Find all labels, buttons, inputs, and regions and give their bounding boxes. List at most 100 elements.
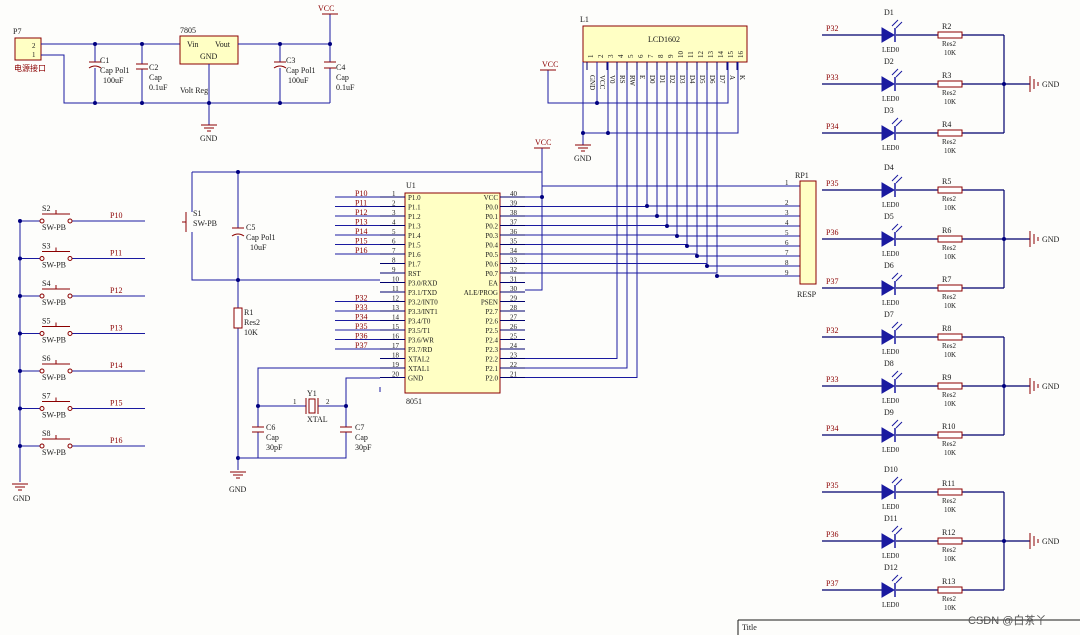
led-net-label: P35	[826, 481, 838, 490]
led-resistor-value: 10K	[944, 204, 956, 212]
switch-contact-right	[67, 218, 73, 224]
led-light-arrows	[891, 223, 903, 233]
mcu-right-pin-number: 32	[510, 266, 518, 274]
c5-type: Cap Pol1	[246, 233, 276, 242]
mcu-right-pin-name: P2.7	[485, 308, 498, 316]
mcu-right-pins: 40VCC39P0.038P0.137P0.236P0.335P0.434P0.…	[464, 190, 525, 383]
led-type: LED0	[882, 144, 900, 152]
mcu-left-pin-number: 15	[392, 323, 400, 331]
mcu-right-pin-name: P2.4	[485, 337, 498, 345]
lcd-pin-name: A	[728, 75, 736, 80]
led-type: LED0	[882, 201, 900, 209]
junction	[1002, 384, 1006, 388]
regulator-value: Volt Reg	[180, 86, 208, 95]
mcu-right-pin-number: 25	[510, 333, 518, 341]
mcu-left-pin-name: P3.0/RXD	[408, 280, 437, 288]
reset-ground-symbol	[230, 471, 246, 479]
led-ref: D5	[884, 212, 894, 221]
lcd-pin-name: RS	[618, 75, 626, 84]
led-resistor-type: Res2	[942, 195, 957, 203]
regulator-ground-symbol	[201, 124, 217, 132]
rp1-value: RESP	[797, 290, 817, 299]
mcu-left-pin-number: 11	[392, 285, 399, 293]
junction	[328, 42, 332, 46]
led-resistor-ref: R12	[942, 528, 955, 537]
mcu-right-pin-number: 39	[510, 200, 518, 208]
mcu-left-pin-name: XTAL1	[408, 365, 430, 373]
led-resistor-type: Res2	[942, 40, 957, 48]
led-group: P35D10LED0R11Res210KP36D11LED0R12Res210K…	[822, 465, 1060, 612]
c1-value: 100uF	[103, 76, 124, 85]
mcu-right-pin-name: P0.1	[485, 213, 498, 221]
regulator-gnd: GND	[200, 52, 218, 61]
led-resistor-type: Res2	[942, 342, 957, 350]
mcu-net-label: P34	[355, 313, 367, 322]
led-net-label: P33	[826, 73, 838, 82]
regulator-ref: 7805	[180, 26, 196, 35]
rp-bus-wire	[667, 225, 800, 227]
led-diode-symbol	[881, 280, 895, 296]
led-resistor-ref: R3	[942, 71, 951, 80]
led-ref: D9	[884, 408, 894, 417]
mcu-ref: U1	[406, 181, 416, 190]
switch-ref: S3	[42, 242, 50, 251]
mcu-right-pin-name: EA	[489, 280, 498, 288]
mcu-left-pin-name: P3.7/RD	[408, 346, 432, 354]
junction	[236, 278, 240, 282]
junction	[18, 331, 22, 336]
led-net-label: P32	[826, 24, 838, 33]
led-resistor-body	[937, 186, 963, 194]
c3-plate-bottom	[273, 65, 287, 69]
p2-control-wire	[525, 70, 628, 369]
led-gnd-label: GND	[1042, 382, 1060, 391]
junction	[344, 404, 348, 408]
mcu-net-label: P13	[355, 218, 367, 227]
junction	[140, 101, 144, 105]
led-light-arrows	[891, 419, 903, 429]
mcu-left-pin-number: 3	[392, 209, 396, 217]
p0-bus-wire	[525, 70, 718, 274]
mcu-left-pin-name: P1.4	[408, 232, 421, 240]
led-resistor-ref: R7	[942, 275, 951, 284]
c7-value: 30pF	[355, 443, 372, 452]
lcd-body	[582, 25, 748, 63]
mcu-vcc-label: VCC	[535, 138, 551, 147]
lcd-pin-name: D1	[658, 75, 666, 84]
led-type: LED0	[882, 250, 900, 258]
lcd-pin-number: 10	[677, 51, 685, 59]
led-type: LED0	[882, 397, 900, 405]
c7-type: Cap	[355, 433, 368, 442]
y1-ref: Y1	[307, 389, 317, 398]
reset-gnd-label: GND	[229, 485, 247, 494]
vcc-label-top: VCC	[318, 4, 334, 13]
lcd-pin-number: 9	[667, 54, 675, 58]
lcd-vcc-label: VCC	[542, 60, 558, 69]
switch-contact-left	[39, 218, 45, 224]
c4-ref: C4	[336, 63, 345, 72]
mcu-left-pin-name: P3.6/WR	[408, 337, 434, 345]
led-ref: D12	[884, 563, 898, 572]
switch-value: SW-PB	[42, 261, 66, 270]
switch-net-label: P11	[110, 249, 122, 258]
led-type: LED0	[882, 446, 900, 454]
led-resistor-type: Res2	[942, 546, 957, 554]
led-ref: D3	[884, 106, 894, 115]
switch-contact-right	[67, 331, 73, 336]
c1-plate-bottom	[88, 65, 102, 69]
lcd-pin-number: 5	[627, 54, 635, 58]
led-ref: D6	[884, 261, 894, 270]
lcd-pin-name: K	[738, 75, 746, 80]
led-resistor-body	[937, 235, 963, 243]
mcu-net-label: P12	[355, 208, 367, 217]
junction	[1002, 539, 1006, 543]
rp1-pin-number: 6	[785, 239, 789, 247]
mcu-left-pin-name: P3.1/TXD	[408, 289, 437, 297]
mcu-left-pin-number: 9	[392, 266, 396, 274]
lcd-pin-name: E	[638, 75, 646, 79]
